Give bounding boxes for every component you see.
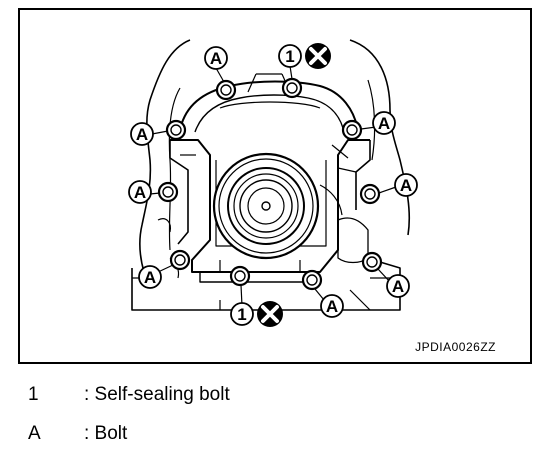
x-in-black-circle-icon [305,43,331,69]
bolt-a-upper-right [341,119,363,141]
callout-a-2: A [130,122,154,146]
callouts-a: A A A A A A A A [128,46,418,318]
callout-a-8: A [386,274,410,298]
callout-a-6: A [138,265,162,289]
callout-a-label: A [378,114,390,133]
callout-1-bottom: 1 [230,301,283,327]
callout-a-label: A [400,176,412,195]
legend-description: : Self-sealing bolt [84,384,230,405]
callout-a-5: A [394,173,418,197]
callout-a-1: A [204,46,228,70]
callout-a-3: A [372,111,396,135]
bolt-a-top-left [215,79,237,101]
legend-row: A : Bolt [28,423,528,449]
callout-a-4: A [128,180,152,204]
legend-key: A [28,423,41,444]
rear-oil-seal-retainer-diagram: A A A A A A A A 1 1 [128,39,418,327]
figure-frame: A A A A A A A A 1 1 [18,8,532,364]
legend-row: 1 : Self-sealing bolt [28,384,528,410]
callout-a-label: A [144,268,156,287]
x-in-black-circle-icon [257,301,283,327]
bolt-1-top [281,77,303,99]
bolt-a-bottom [301,269,323,291]
bolt-heads [157,77,383,291]
callout-1-label: 1 [237,305,246,324]
bolt-1-bottom [229,265,251,287]
callout-a-label: A [134,183,146,202]
bolt-a-mid-right [359,183,381,205]
callout-1-top: 1 [278,43,331,69]
rear-oil-seal [212,152,320,260]
figure-code: JPDIA0026ZZ [415,340,496,354]
bolt-a-lower-left [169,249,191,271]
callouts-1: 1 1 [230,43,331,327]
callout-1-label: 1 [285,47,294,66]
legend-key: 1 [28,384,39,405]
bolt-a-upper-left [165,119,187,141]
legend-description: : Bolt [84,423,128,444]
callout-a-7: A [320,294,344,318]
callout-a-label: A [392,277,404,296]
callout-a-label: A [136,125,148,144]
callout-a-label: A [210,49,222,68]
callout-a-label: A [326,297,338,316]
bolt-a-mid-left [157,181,179,203]
bolt-a-lower-right [361,251,383,273]
